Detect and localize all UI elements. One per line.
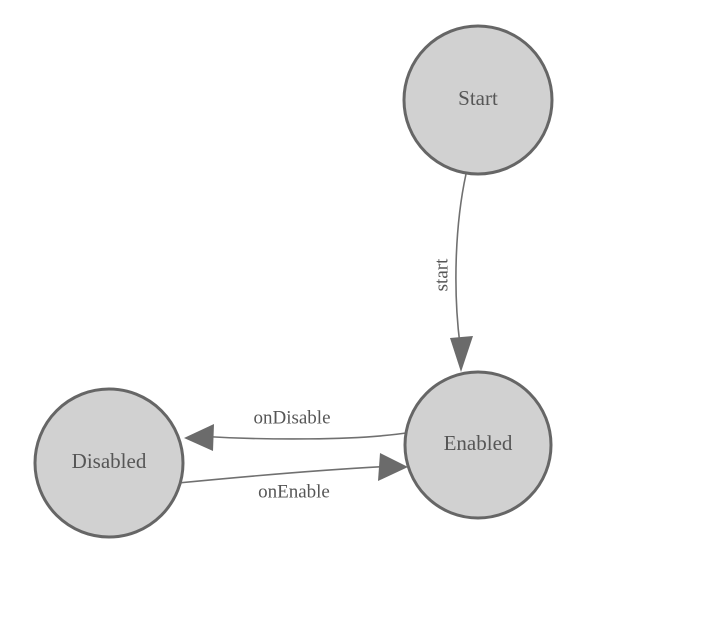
state-node-start-label: Start [458, 86, 498, 110]
state-node-enabled-label: Enabled [444, 431, 513, 455]
edge-path-enabled-to-disabled [195, 431, 413, 440]
arrowhead-into-enabled-left [378, 453, 408, 481]
state-node-disabled[interactable]: Disabled [33, 387, 185, 539]
edge-path-start-to-enabled [455, 173, 467, 346]
edge-path-disabled-to-enabled [177, 465, 397, 484]
arrowhead-into-disabled [184, 424, 214, 451]
state-node-disabled-label: Disabled [72, 449, 147, 473]
edge-disabled-to-enabled[interactable]: onEnable [177, 453, 408, 502]
state-node-enabled-circle [403, 370, 553, 520]
edge-enabled-to-disabled[interactable]: onDisable [184, 407, 413, 451]
state-node-start[interactable]: Start [402, 24, 554, 176]
edge-label-onenable: onEnable [258, 481, 330, 502]
state-node-start-circle [402, 24, 554, 176]
edge-label-ondisable: onDisable [253, 407, 330, 428]
edge-label-start: start [431, 258, 452, 291]
arrowhead-into-enabled-top [450, 336, 473, 372]
state-node-enabled[interactable]: Enabled [403, 370, 553, 520]
edge-start-to-enabled[interactable]: start [431, 173, 473, 372]
state-node-disabled-circle [33, 387, 185, 539]
